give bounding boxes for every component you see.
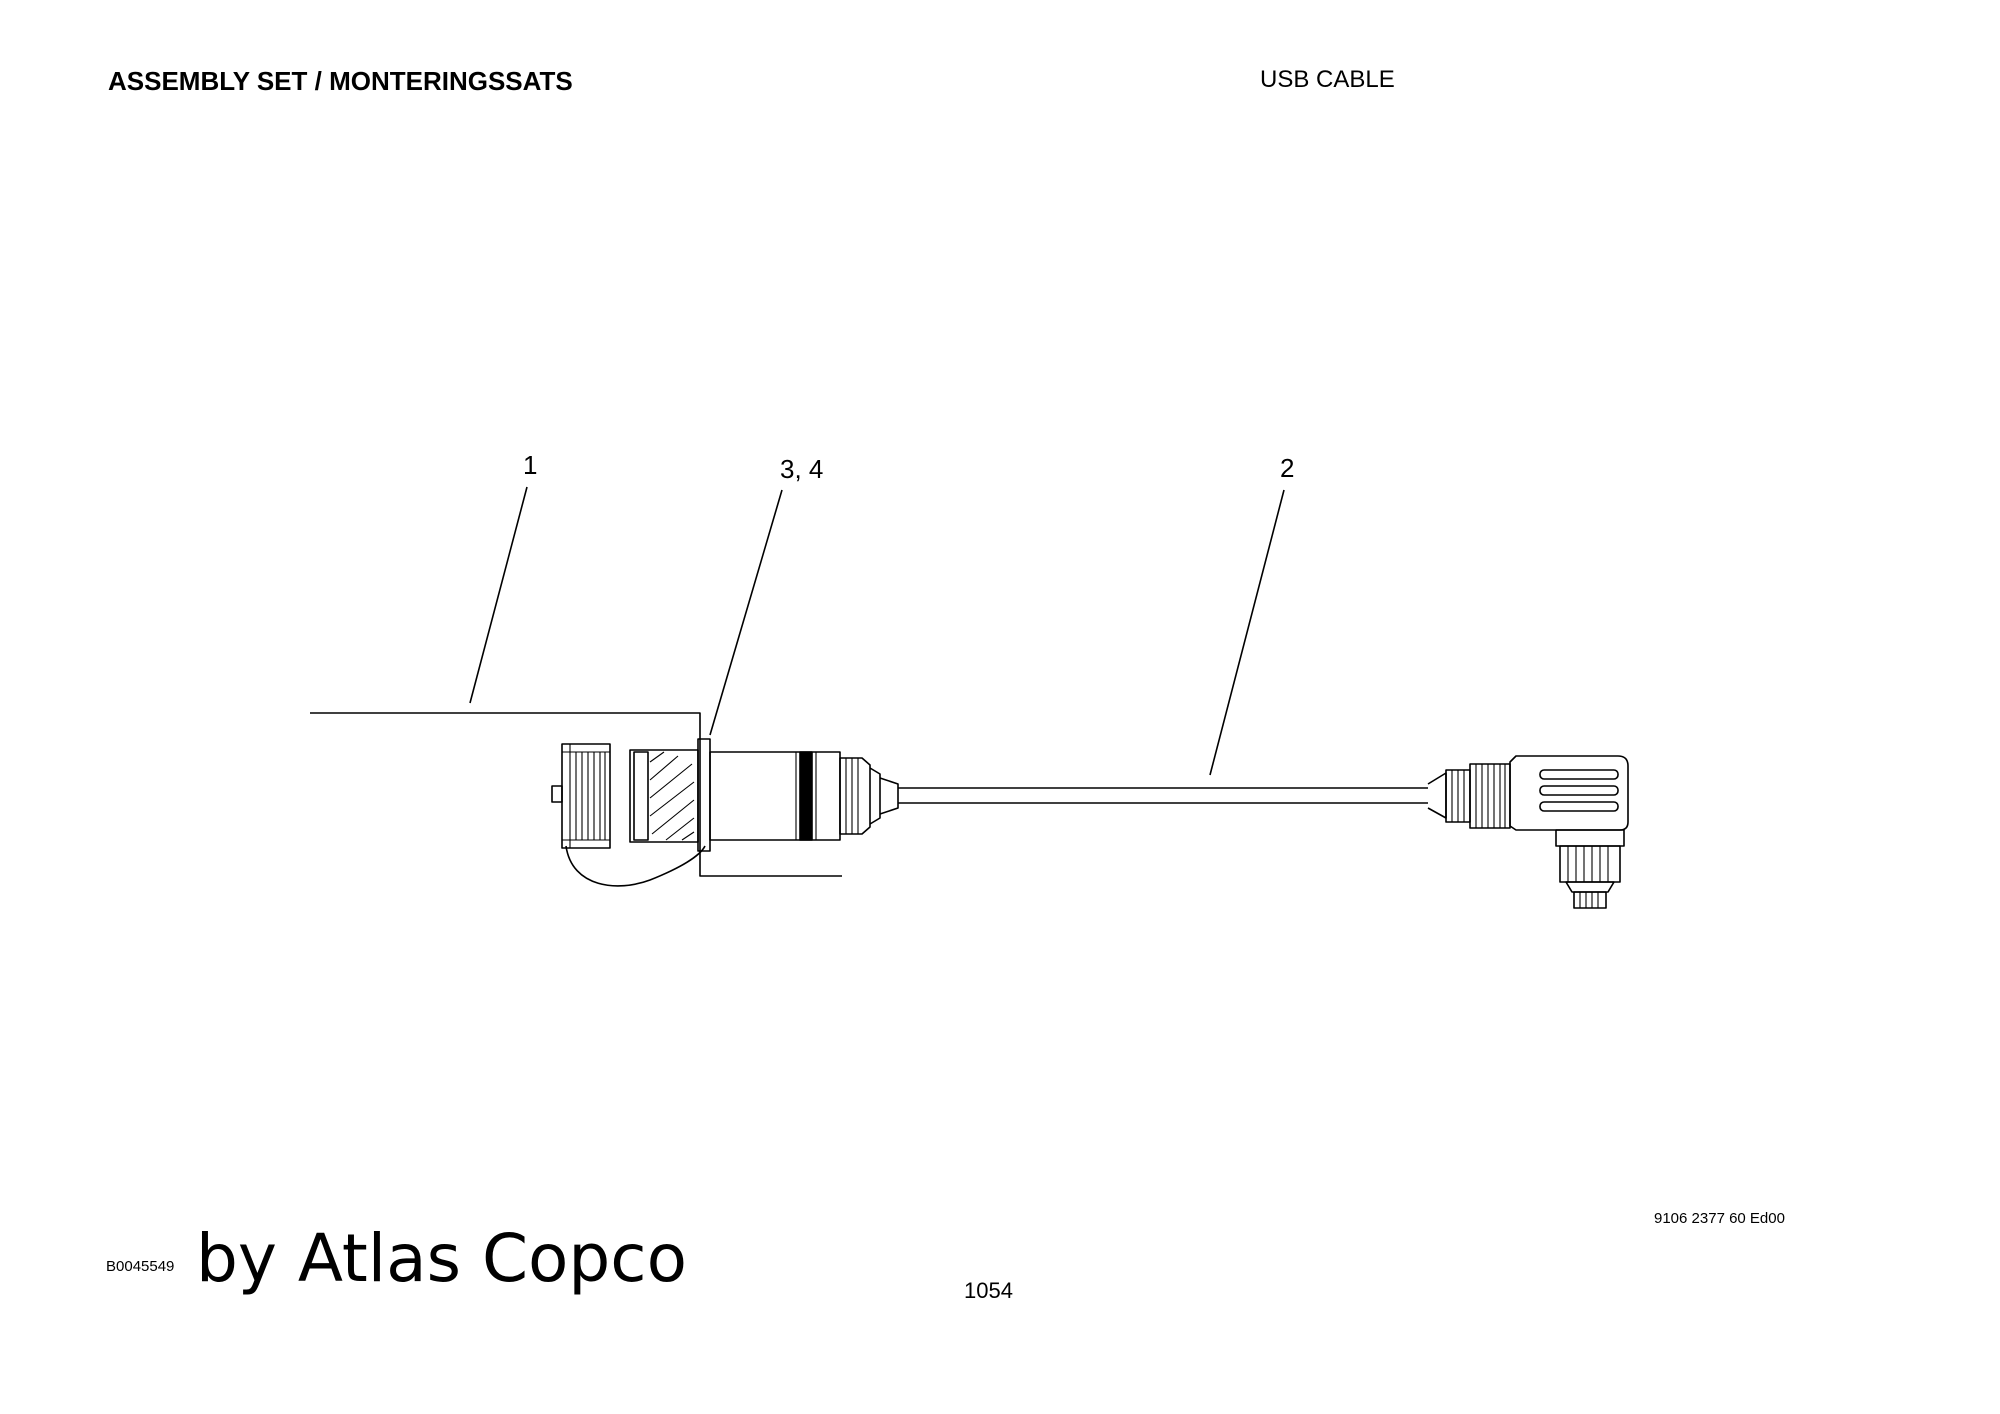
brand-watermark: by Atlas Copco	[196, 1220, 687, 1297]
drawing-id: B0045549	[106, 1258, 175, 1275]
protective-cap	[551, 743, 706, 887]
header-title: ASSEMBLY SET / MONTERINGSSATS	[108, 66, 573, 96]
leader-line-3-4	[709, 489, 783, 736]
angled-connector	[1427, 755, 1629, 909]
callout-item-2: 2	[1280, 453, 1295, 483]
document-number: 9106 2377 60 Ed00	[1654, 1210, 1785, 1227]
mounting-panel-outline	[310, 712, 842, 877]
leader-line-1	[469, 486, 528, 704]
threaded-sleeve	[629, 749, 699, 843]
connector-body	[709, 751, 841, 841]
callout-item-3-4: 3, 4	[780, 454, 824, 484]
page-number: 1054	[964, 1278, 1013, 1303]
leader-line-2	[1209, 489, 1285, 776]
usb-cable	[898, 787, 1428, 804]
callout-item-1: 1	[523, 450, 538, 480]
strain-relief	[839, 757, 899, 835]
header-part-name: USB CABLE	[1260, 66, 1395, 93]
